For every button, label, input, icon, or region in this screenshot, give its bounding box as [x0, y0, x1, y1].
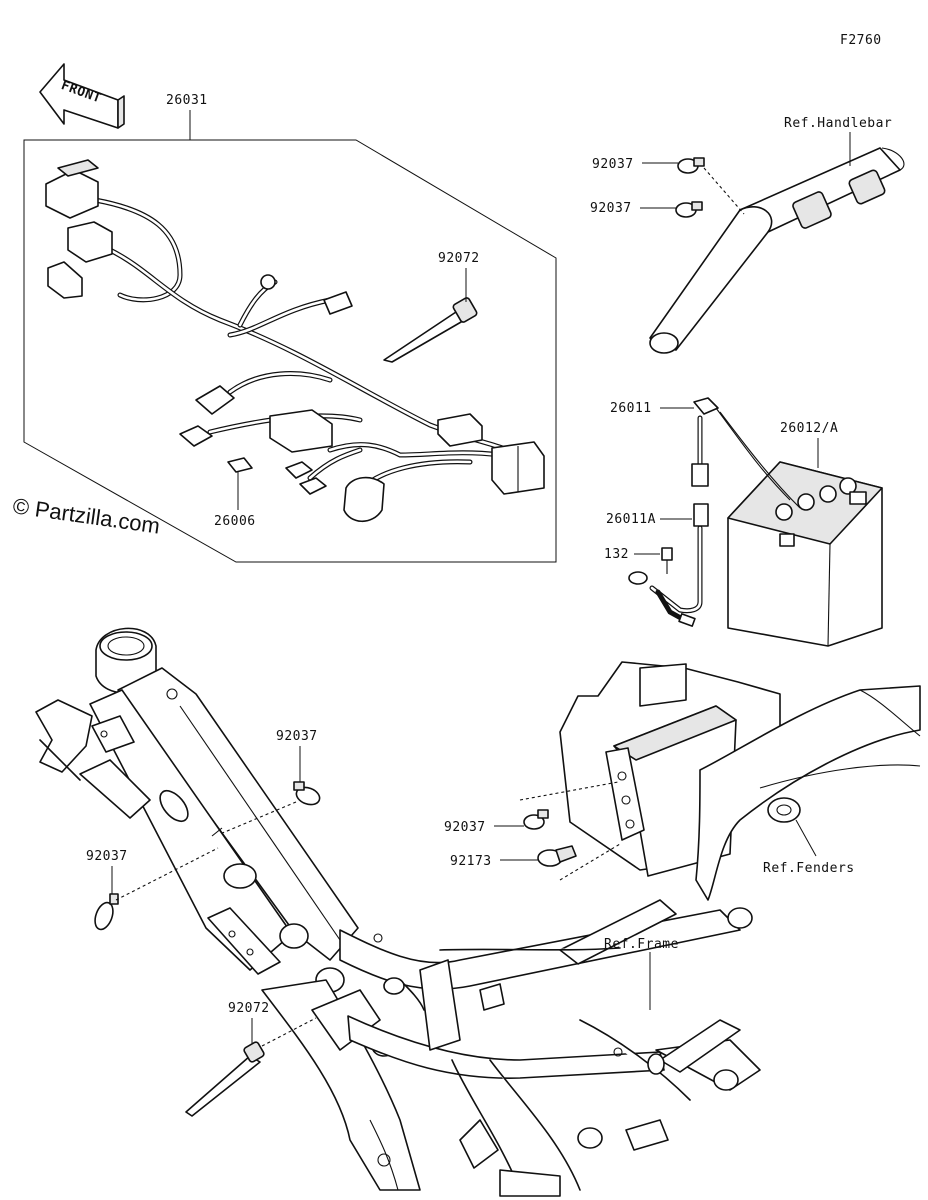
callout-26011: 26011: [610, 401, 652, 416]
fuse-box: [269, 409, 333, 453]
connector-9: [437, 413, 483, 447]
clamp-92173-box: [537, 845, 577, 867]
callout-92072-upper: 92072: [438, 251, 480, 266]
clamp-92037-box: [523, 809, 549, 830]
clamp-92037-hb1: [677, 157, 705, 174]
callout-92173: 92173: [450, 854, 492, 869]
callout-92037-frame1: 92037: [276, 729, 318, 744]
watermark: © Partzilla.com: [11, 493, 161, 538]
battery-assembly: 26012/A 26011 26011A 132: [604, 397, 883, 647]
connector-7: [285, 461, 313, 479]
connector-8: [299, 477, 327, 495]
callout-92037-box: 92037: [444, 820, 486, 835]
callout-26031: 26031: [166, 93, 208, 108]
callout-92072-lower: 92072: [228, 1001, 270, 1016]
callout-ref-frame: Ref.Frame: [604, 937, 679, 952]
clamp-92037-frame1: [293, 781, 321, 806]
clamp-92037-hb2: [675, 201, 703, 218]
connector-4: [323, 291, 353, 315]
cable-tie-lower: [185, 1041, 265, 1117]
connector-5: [195, 385, 235, 415]
callout-132: 132: [604, 547, 629, 562]
clamp-92037-frame2: [94, 893, 119, 931]
front-arrow-icon: FRONT: [39, 63, 125, 129]
connector-2: [67, 221, 113, 263]
connector-6: [179, 425, 213, 447]
callout-92037-hb2: 92037: [590, 201, 632, 216]
callout-26011a: 26011A: [606, 512, 656, 527]
callout-26006: 26006: [214, 514, 256, 529]
figure-code: F2760: [840, 33, 882, 48]
callout-92037-frame2: 92037: [86, 849, 128, 864]
battery-box-assembly: Ref.Fenders 92037 92173: [444, 661, 921, 901]
terminal-boot: [343, 476, 385, 523]
callout-ref-fenders: Ref.Fenders: [763, 861, 855, 876]
callout-92037-hb1: 92037: [592, 157, 634, 172]
ring-terminal: [260, 274, 276, 290]
harness-box: 26031: [23, 93, 557, 563]
callout-26012a: 26012/A: [780, 421, 838, 436]
cable-tie-upper: [383, 297, 478, 363]
connector-3: [47, 261, 83, 299]
handlebar-assembly: Ref.Handlebar 92037 92037: [590, 116, 905, 354]
connector-1: [45, 169, 99, 219]
frame-assembly: Ref.Frame 92037 92037 92072: [35, 627, 761, 1197]
callout-ref-handlebar: Ref.Handlebar: [784, 116, 892, 131]
fuse-26006: [227, 457, 253, 473]
